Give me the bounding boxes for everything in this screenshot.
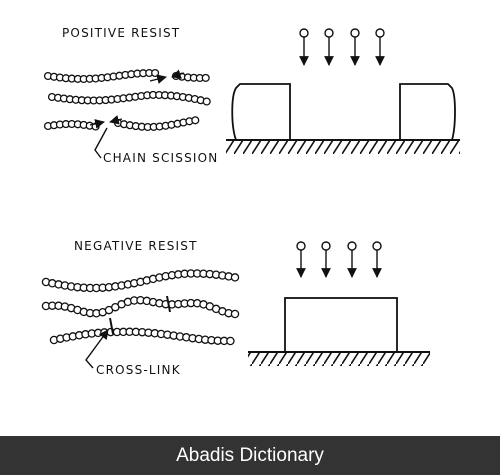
exposure-arrow [321, 241, 331, 278]
polymer-bead [191, 116, 200, 125]
exposure-arrow [347, 241, 357, 278]
exposure-arrow [350, 28, 360, 66]
negative-polymer-chains [41, 269, 240, 346]
cross-link-marks [109, 295, 171, 335]
polymer-bead [202, 97, 211, 106]
exposure-arrow [375, 28, 385, 66]
negative-resist-block [284, 297, 398, 353]
scission-arrows [89, 69, 185, 129]
exposure-arrow [299, 28, 309, 66]
negative-resist-label: NEGATIVE RESIST [74, 239, 198, 253]
exposure-arrow [324, 28, 334, 66]
polymer-bead [151, 68, 160, 78]
chain-scission-label: CHAIN SCISSION [103, 151, 218, 165]
polymer-bead [230, 309, 240, 319]
positive-substrate-hatching [226, 141, 460, 154]
polymer-bead [230, 273, 240, 282]
chain-scission-pointer [94, 127, 108, 159]
polymer-bead [226, 336, 235, 346]
exposure-arrow [372, 241, 382, 278]
positive-resist-block-left [231, 83, 291, 141]
cross-link-label: CROSS-LINK [96, 363, 181, 377]
negative-substrate-hatching [248, 353, 430, 366]
resist-diagram: POSITIVE RESIST CHAIN SCISSION NEGATIVE … [41, 26, 460, 377]
polymer-bead [201, 73, 210, 82]
positive-exposure-arrows [299, 28, 385, 66]
positive-resist-block-right [399, 83, 456, 141]
cross-link-pointer [85, 329, 109, 369]
negative-exposure-arrows [296, 241, 382, 278]
exposure-arrow [296, 241, 306, 278]
footer-bar: Abadis Dictionary [0, 436, 500, 475]
footer-text: Abadis Dictionary [176, 444, 324, 466]
positive-polymer-chains [43, 68, 211, 132]
positive-resist-label: POSITIVE RESIST [62, 26, 180, 40]
